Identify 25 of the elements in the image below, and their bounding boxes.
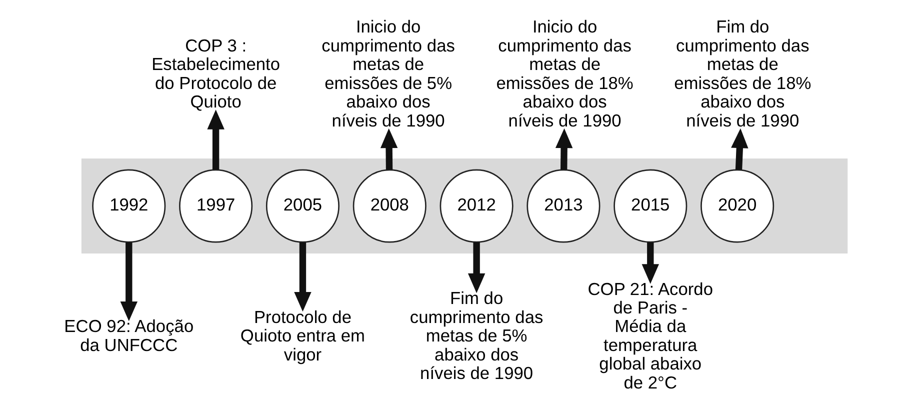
node-circle: 2015 <box>613 169 687 243</box>
node-text: Protocolo de Quioto entra em vigor <box>240 306 365 364</box>
node-circle: 1997 <box>178 169 252 243</box>
arrow <box>467 242 485 294</box>
node-circle: 2013 <box>526 169 600 243</box>
node-text: Fim do cumprimento das metas de emissões de 18% abaixo dos níveis de 1990 <box>674 16 811 130</box>
arrow <box>730 128 748 170</box>
node-text: COP 21: Acordo de Paris - Média da temperatura global abaixo de 2°C <box>587 278 713 392</box>
node-circle: 2020 <box>700 169 774 243</box>
node-circle: 2008 <box>352 169 426 243</box>
node-circle: 2012 <box>439 169 513 243</box>
arrow <box>206 110 224 170</box>
arrow <box>554 128 572 170</box>
node-circle: 2005 <box>265 169 339 243</box>
arrow <box>294 242 311 312</box>
arrow <box>641 242 659 284</box>
arrow <box>120 242 138 322</box>
node-text: Inicio do cumprimento das metas de emissões de 18% abaixo dos níveis de 1990 <box>496 16 633 130</box>
node-text: ECO 92: Adoção da UNFCCC <box>64 316 194 355</box>
node-text: COP 3 : Estabelecimento do Protocolo de Quioto <box>151 35 280 112</box>
node-text: Inicio do cumprimento das metas de emissões de 5% abaixo dos níveis de 1990 <box>321 16 454 130</box>
node-circle: 1992 <box>92 169 166 243</box>
arrow <box>380 128 398 170</box>
node-text: Fim do cumprimento das metas de 5% abaixo dos níveis de 1990 <box>409 288 543 384</box>
cluster <box>80 158 848 254</box>
